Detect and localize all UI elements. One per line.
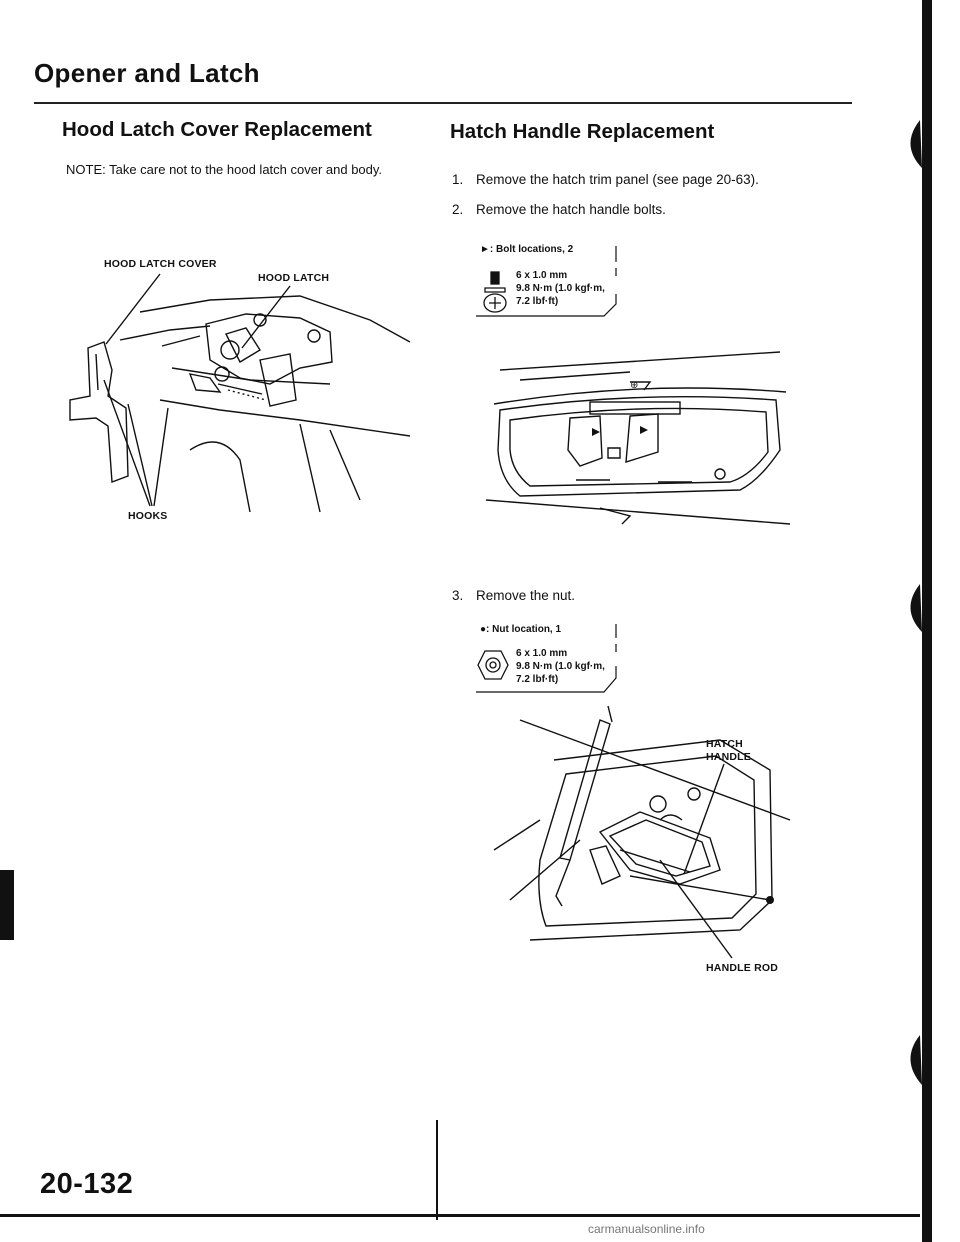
nut-spec-size: 6 x 1.0 mm <box>516 648 568 659</box>
label-handle-rod: HANDLE ROD <box>706 962 778 974</box>
step-3-text: Remove the nut. <box>476 588 576 603</box>
hatch-handle-heading: Hatch Handle Replacement <box>450 120 715 143</box>
step-2-text: Remove the hatch handle bolts. <box>476 202 666 217</box>
label-hooks: HOOKS <box>128 510 168 522</box>
bolt-spec-torque-2: 7.2 lbf·ft) <box>516 296 559 307</box>
margin-tab-mark <box>0 870 14 940</box>
hatch-handle-diagram <box>493 705 791 959</box>
bolt-icon <box>483 271 507 313</box>
watermark: carmanualsonline.info <box>588 1222 705 1236</box>
step-1-text: Remove the hatch trim panel (see page 20… <box>476 172 759 187</box>
hood-latch-diagram <box>69 273 411 513</box>
nut-spec-bracket <box>476 624 617 693</box>
nut-spec-torque-2: 7.2 lbf·ft) <box>516 674 559 685</box>
nut-spec-torque-1: 9.8 N·m (1.0 kgf·m, <box>516 661 605 672</box>
title-rule <box>34 102 852 104</box>
page-title: Opener and Latch <box>34 58 260 88</box>
page-number: 20-132 <box>40 1168 134 1200</box>
hatch-garnish-diagram: ⊕ <box>485 351 791 525</box>
step-3-number: 3. <box>452 588 464 603</box>
svg-text:⊕: ⊕ <box>630 380 638 391</box>
hood-latch-note: NOTE: Take care not to the hood latch co… <box>66 162 383 177</box>
hood-latch-heading: Hood Latch Cover Replacement <box>62 118 372 141</box>
nut-spec-title: ●: Nut location, 1 <box>480 624 562 635</box>
edge-tab-marks <box>910 0 932 1242</box>
step-1-number: 1. <box>452 172 464 187</box>
label-hatch-handle-line-2: HANDLE <box>706 751 751 763</box>
bolt-spec-torque-1: 9.8 N·m (1.0 kgf·m, <box>516 283 605 294</box>
step-2-number: 2. <box>452 202 464 217</box>
label-hood-latch-cover: HOOD LATCH COVER <box>104 258 217 270</box>
nut-icon <box>477 650 509 680</box>
bolt-spec-title: ►: Bolt locations, 2 <box>480 244 574 255</box>
bolt-spec-size: 6 x 1.0 mm <box>516 270 568 281</box>
label-hood-latch: HOOD LATCH <box>258 272 330 284</box>
column-divider <box>436 1120 438 1220</box>
bottom-rule <box>0 1214 920 1217</box>
bolt-spec-bracket <box>476 246 617 317</box>
